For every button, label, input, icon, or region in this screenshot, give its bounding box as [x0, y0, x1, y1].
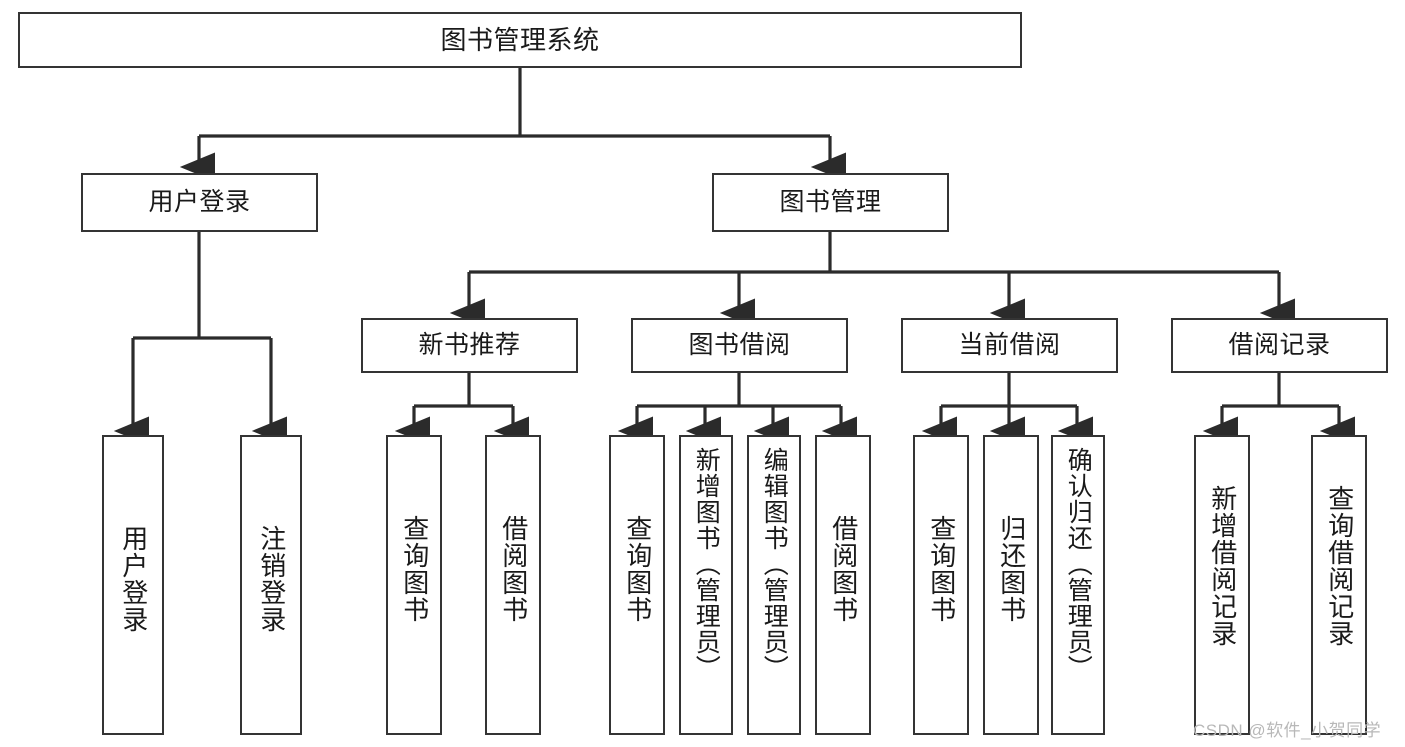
node-label: 注销登录: [256, 525, 287, 633]
leaf-return-books[interactable]: 归还图书: [983, 435, 1039, 735]
leaf-borrow-books[interactable]: 借阅图书: [815, 435, 871, 735]
node-user-login[interactable]: 用户登录: [81, 173, 318, 232]
node-book-borrowing[interactable]: 图书借阅: [631, 318, 848, 373]
node-label: 借阅图书: [498, 515, 529, 623]
node-label: 当前借阅: [958, 330, 1061, 359]
node-label: 图书管理: [779, 187, 882, 216]
node-current-borrowing[interactable]: 当前借阅: [901, 318, 1118, 373]
node-label: 新书推荐: [418, 330, 521, 359]
node-label: 查询图书: [399, 515, 430, 623]
node-root-book-management-system[interactable]: 图书管理系统: [18, 12, 1022, 68]
csdn-watermark: CSDN @软件_小贺同学: [1193, 721, 1382, 740]
node-label: 图书管理系统: [440, 24, 600, 55]
leaf-confirm-return-admin[interactable]: 确认归还（管理员）: [1051, 435, 1105, 735]
leaf-user-login[interactable]: 用户登录: [102, 435, 164, 735]
node-label: 用户登录: [148, 187, 251, 216]
leaf-logout[interactable]: 注销登录: [240, 435, 302, 735]
leaf-edit-book-admin[interactable]: 编辑图书（管理员）: [747, 435, 801, 735]
node-label: 借阅图书: [828, 515, 859, 623]
node-borrow-records[interactable]: 借阅记录: [1171, 318, 1388, 373]
leaf-borrow-books-recommend[interactable]: 借阅图书: [485, 435, 541, 735]
node-label: 新增图书（管理员）: [692, 447, 721, 681]
leaf-query-books-borrow[interactable]: 查询图书: [609, 435, 665, 735]
node-new-book-recommendation[interactable]: 新书推荐: [361, 318, 578, 373]
leaf-query-books-current[interactable]: 查询图书: [913, 435, 969, 735]
node-label: 新增借阅记录: [1207, 485, 1238, 647]
node-label: 查询借阅记录: [1324, 485, 1355, 647]
node-label: 图书借阅: [688, 330, 791, 359]
leaf-query-books-recommend[interactable]: 查询图书: [386, 435, 442, 735]
leaf-add-book-admin[interactable]: 新增图书（管理员）: [679, 435, 733, 735]
leaf-add-borrow-record[interactable]: 新增借阅记录: [1194, 435, 1250, 735]
node-book-management[interactable]: 图书管理: [712, 173, 949, 232]
leaf-query-borrow-record[interactable]: 查询借阅记录: [1311, 435, 1367, 735]
node-label: 查询图书: [926, 515, 957, 623]
node-label: 确认归还（管理员）: [1064, 447, 1093, 681]
node-label: 归还图书: [996, 515, 1027, 623]
node-label: 编辑图书（管理员）: [760, 447, 789, 681]
node-label: 查询图书: [622, 515, 653, 623]
node-label: 借阅记录: [1228, 330, 1331, 359]
node-label: 用户登录: [118, 525, 149, 633]
